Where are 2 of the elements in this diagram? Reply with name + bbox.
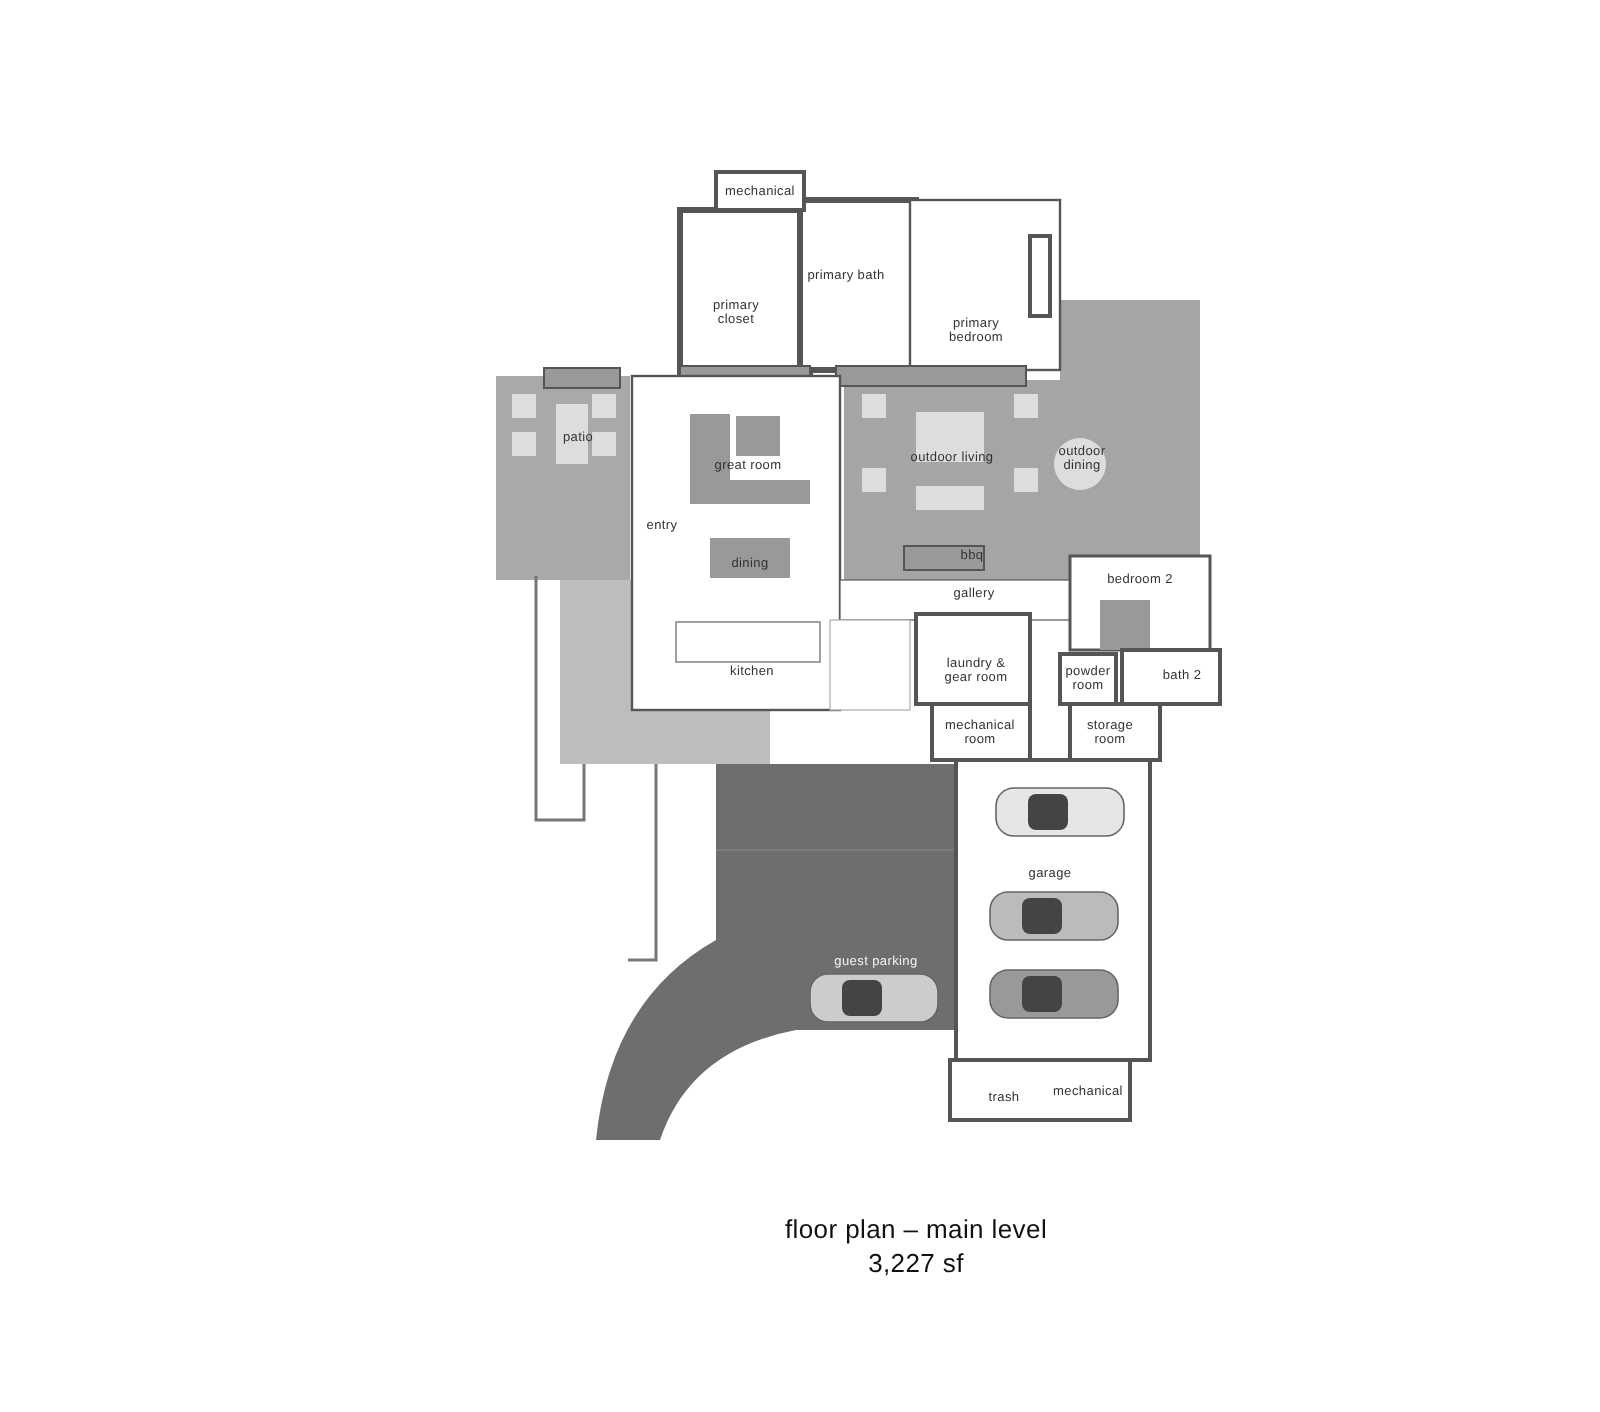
caption-text: floor plan – main level <box>784 1214 1048 1246</box>
caption-text: 3,227 sf <box>868 1248 964 1280</box>
